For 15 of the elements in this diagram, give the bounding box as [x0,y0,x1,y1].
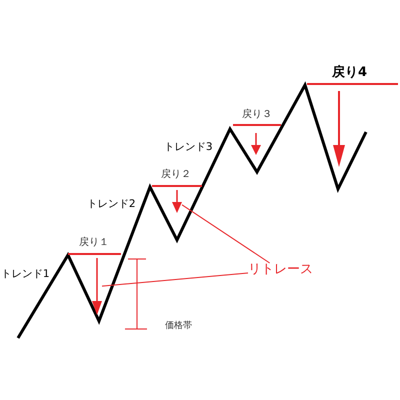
down-arrow [172,190,182,213]
down-arrow [251,133,261,155]
price-range-label: 価格帯 [165,322,192,332]
callout-label: リトレース [248,263,313,278]
trend-label: トレンド2 [86,199,135,211]
pullback-label: 戻り１ [79,237,109,248]
pullback-label: 戻り4 [332,66,368,80]
trend-label: トレンド1 [0,269,49,281]
pullback-label: 戻り３ [242,109,272,120]
down-arrow [333,91,345,167]
leader-line [102,272,248,287]
trend-label: トレンド3 [164,142,212,154]
leader-line [182,204,270,264]
pullback-label: 戻り２ [161,169,191,180]
down-arrow [92,258,102,315]
